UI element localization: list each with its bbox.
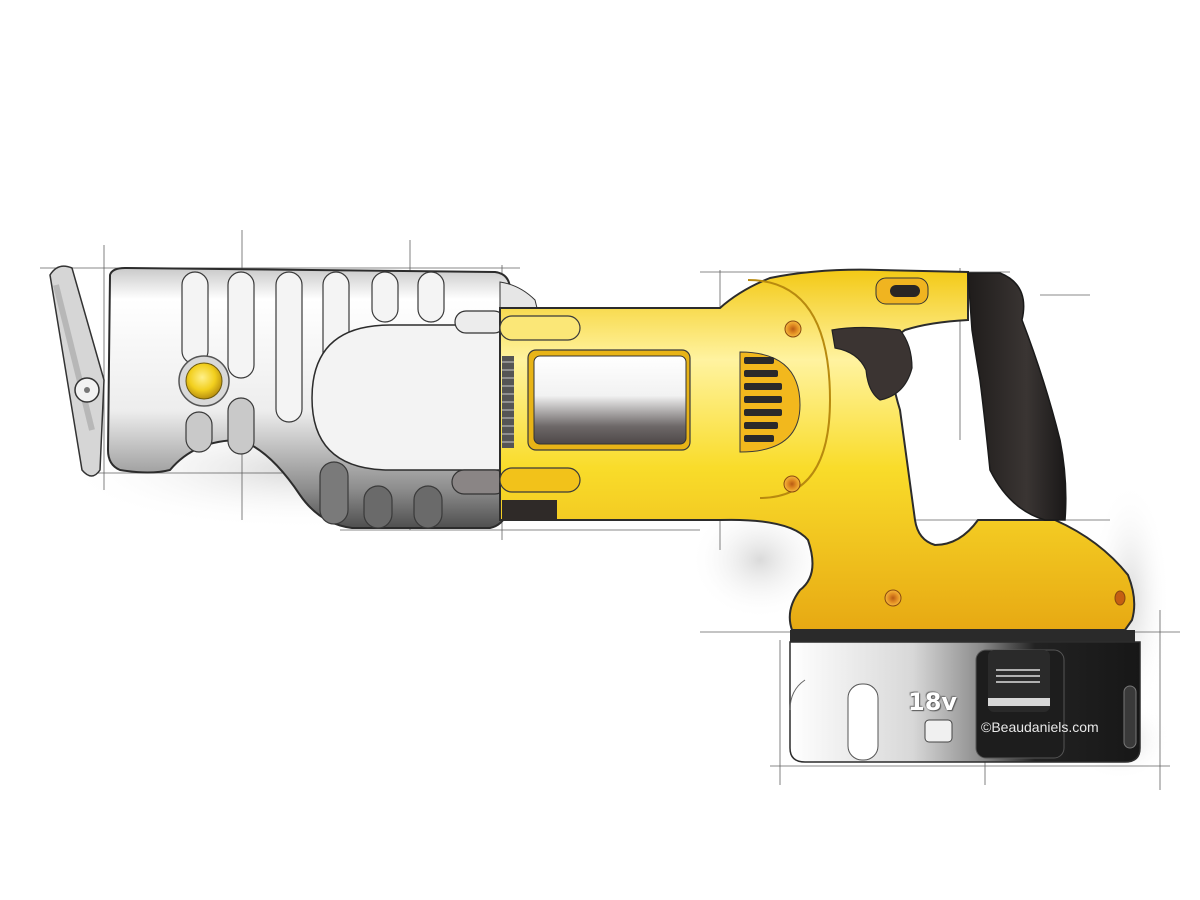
motor-housing	[499, 268, 1136, 631]
motor-window	[533, 355, 687, 445]
front-shoe	[49, 265, 105, 477]
housing-screws	[783, 320, 1126, 607]
trigger	[831, 326, 913, 401]
motor-vent-grille	[739, 351, 801, 453]
copyright-watermark: ©Beaudaniels.com	[981, 719, 1099, 735]
nose-housing	[106, 266, 541, 529]
handle-grip	[967, 272, 1067, 521]
charge-indicator	[924, 719, 953, 743]
dark-base-strip	[502, 500, 557, 520]
side-cover-plate	[311, 324, 501, 471]
battery-pack	[789, 630, 1141, 763]
battery-voltage-label: 18v	[908, 688, 958, 716]
side-vent-left	[502, 356, 514, 448]
